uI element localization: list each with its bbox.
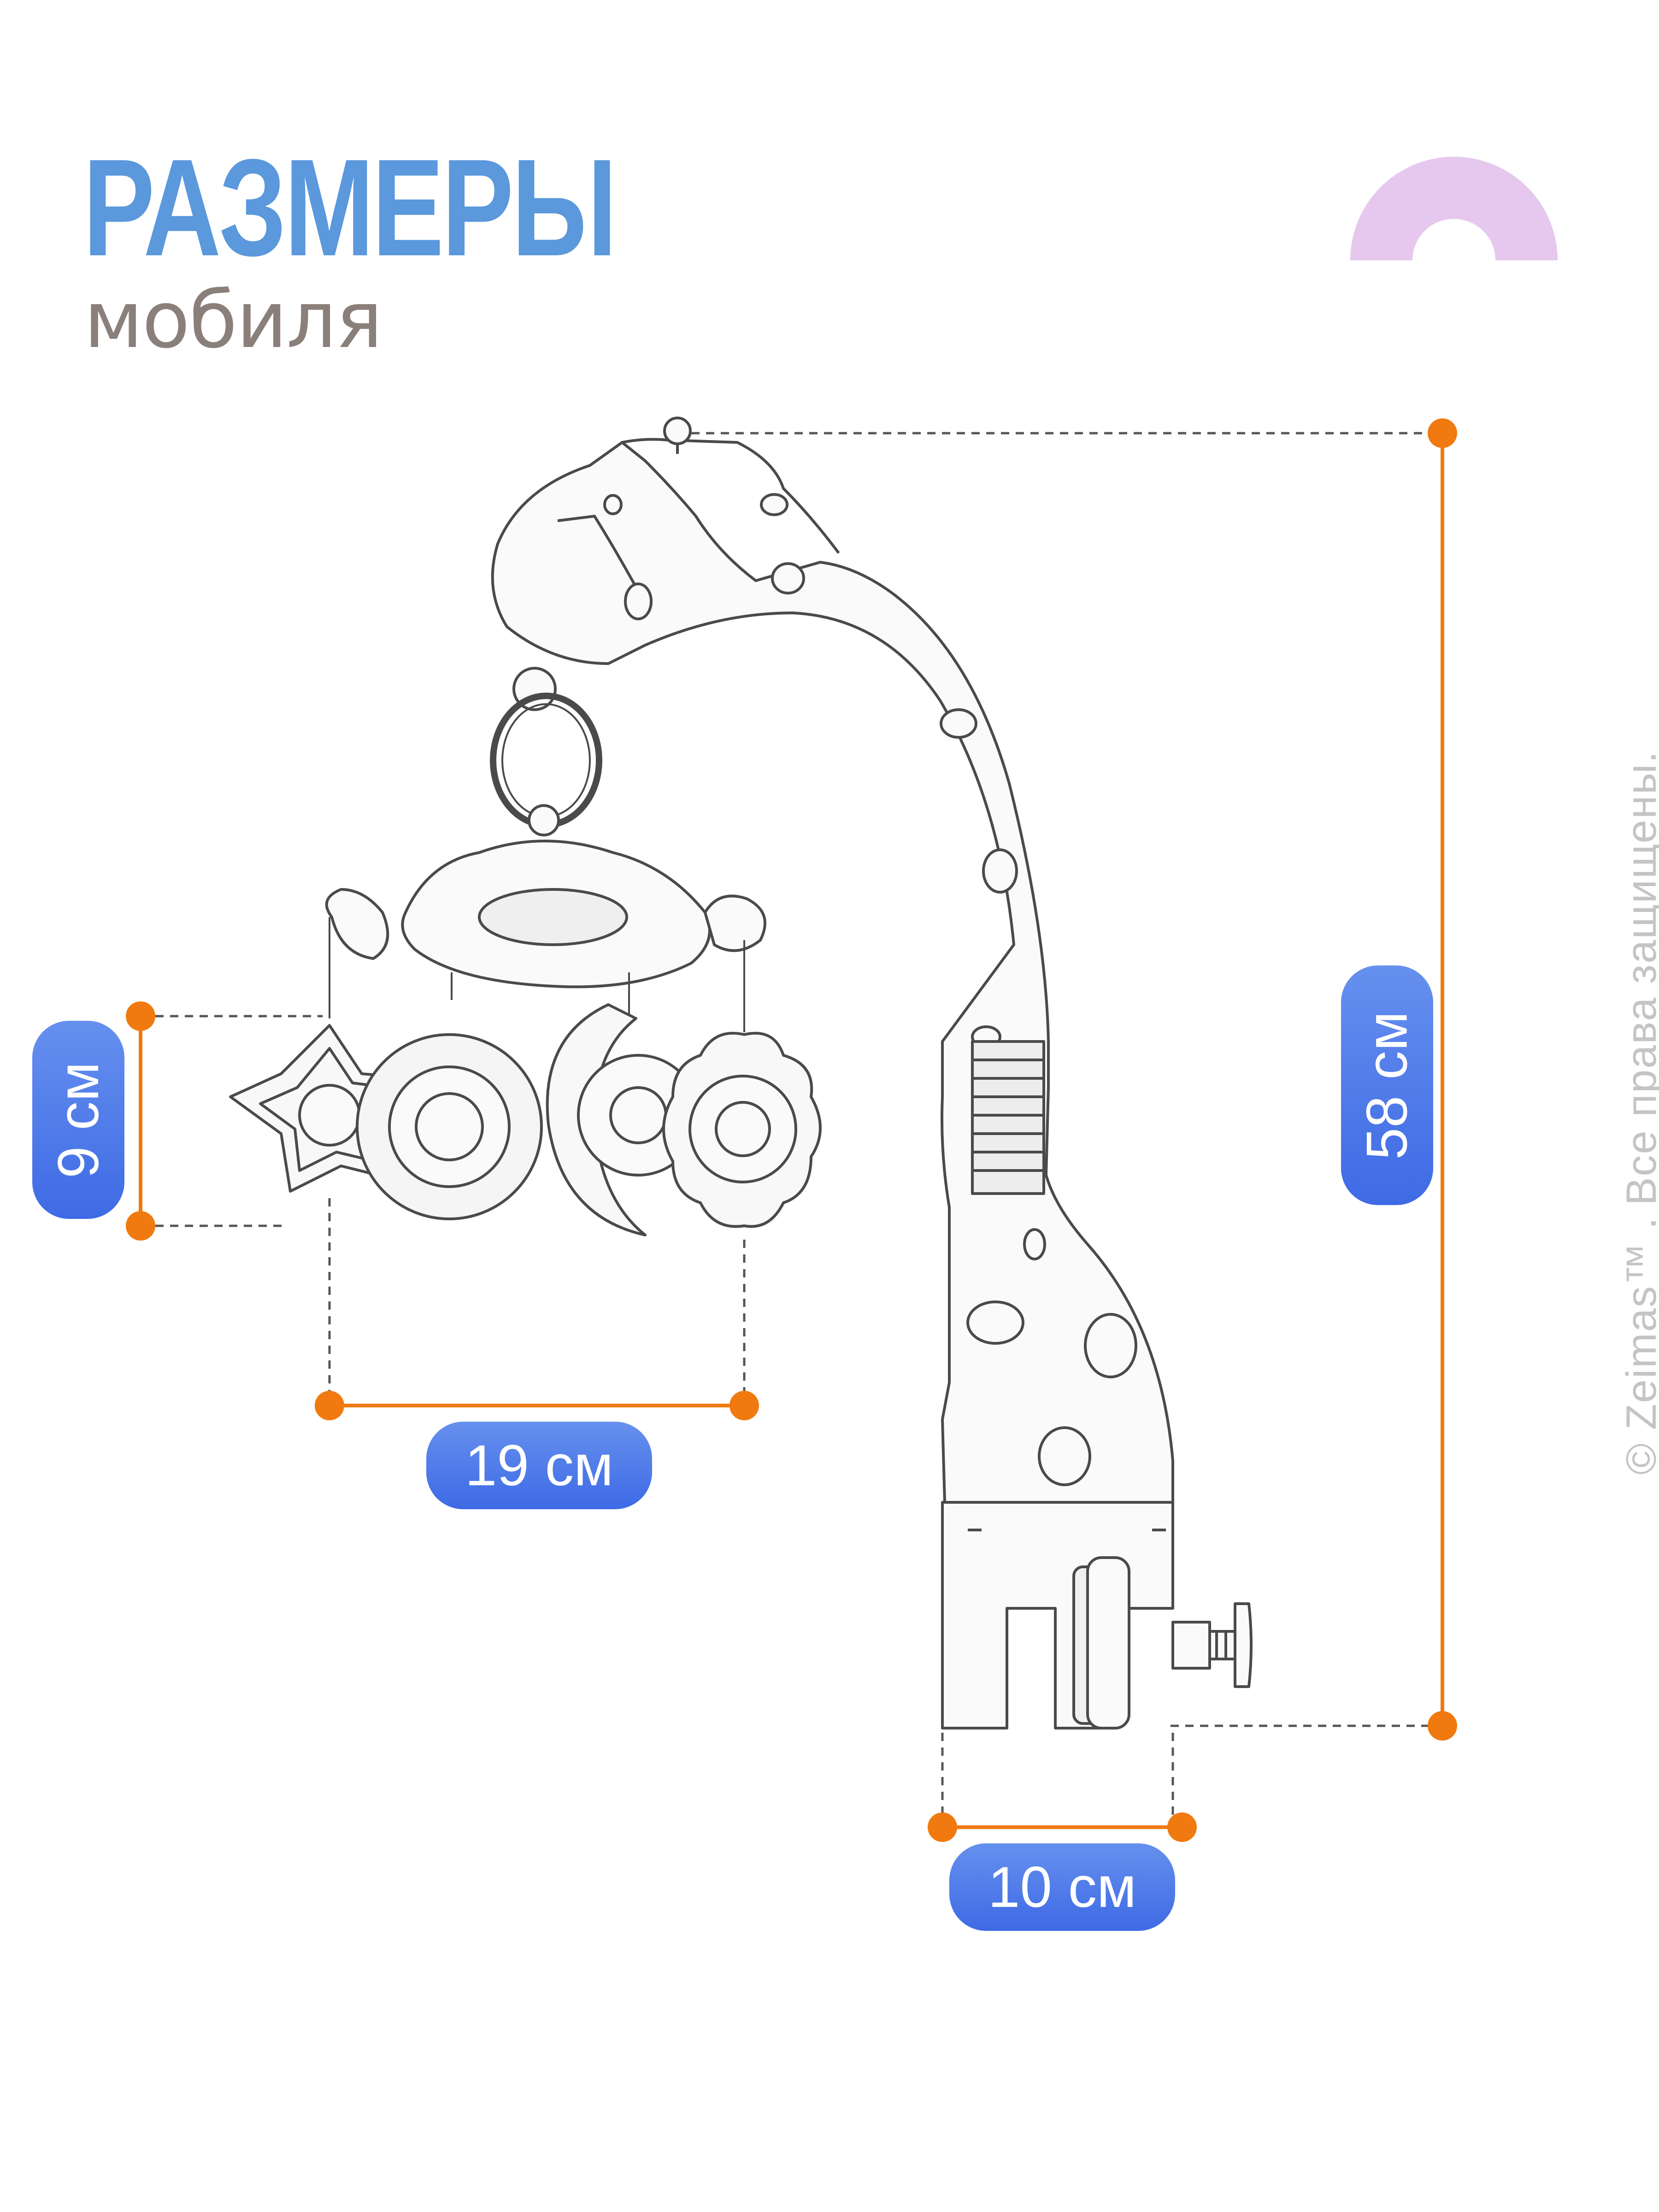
dim-label-clamp-width: 10 см	[988, 1855, 1137, 1919]
page-title: РАЗМЕРЫ	[83, 130, 617, 285]
page-subtitle: мобиля	[84, 275, 383, 366]
giraffe-arm	[491, 417, 1174, 1504]
dim-badge-clamp-width: 10 см	[949, 1843, 1175, 1931]
rainbow-arc-icon	[1350, 157, 1558, 260]
dim-dot	[1428, 418, 1457, 448]
dim-dot	[126, 1001, 155, 1031]
dimension-lines	[141, 432, 1442, 1827]
rights-reserved: Все права защищены.	[1618, 750, 1659, 1206]
dim-badge-toy-width: 19 см	[426, 1422, 652, 1509]
dim-dot	[1428, 1711, 1457, 1741]
dim-dot	[315, 1391, 344, 1420]
copyright-watermark: © Zeimas™ . Все права защищены.	[1618, 750, 1659, 1475]
dim-dot	[729, 1391, 759, 1420]
dim-dot	[1167, 1812, 1197, 1842]
dim-dot	[928, 1812, 957, 1842]
dimension-measures	[126, 418, 1457, 1842]
dim-label-toy-height: 9 см	[46, 1061, 111, 1178]
dim-dot	[126, 1211, 155, 1241]
copyright-mark: © Zeimas™ .	[1618, 1217, 1659, 1475]
dim-badge-total-height: 58 см	[1341, 965, 1433, 1205]
dim-label-total-height: 58 см	[1355, 1011, 1419, 1160]
toy-carousel	[229, 667, 822, 1236]
dim-label-toy-width: 19 см	[465, 1433, 614, 1498]
dim-badge-toy-height: 9 см	[32, 1021, 124, 1219]
clamp	[941, 1501, 1253, 1730]
